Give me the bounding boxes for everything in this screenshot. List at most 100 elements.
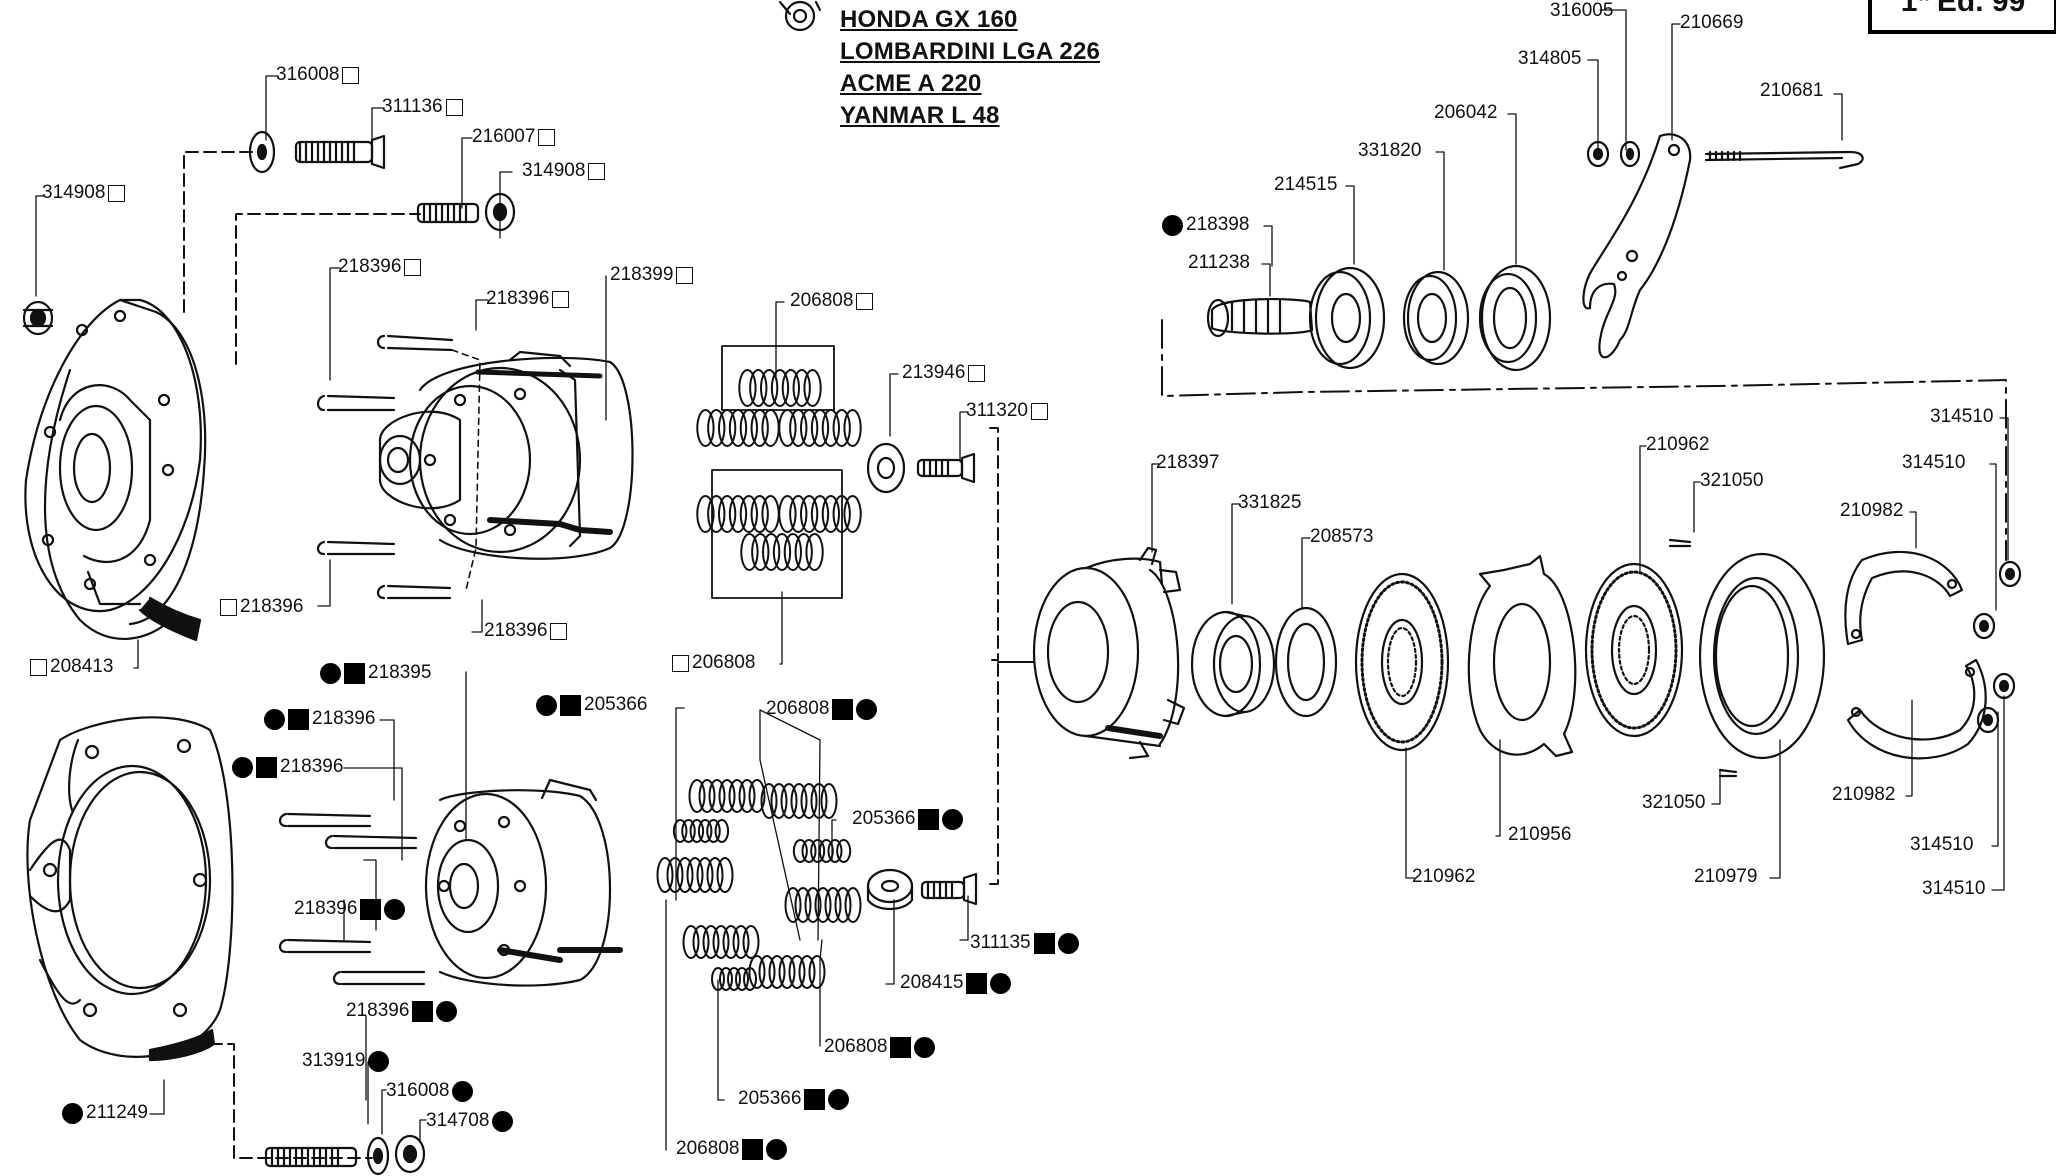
filled-square-mark (890, 1036, 912, 1058)
part-number: 314510 (1930, 406, 1994, 427)
part-number: 205366 (852, 808, 916, 829)
half-ring-210982-bottom (1846, 658, 1987, 760)
bearing-214515 (1308, 266, 1386, 370)
part-label-311136: 311136 (382, 96, 463, 118)
engine-model-acme: ACME A 220 (840, 70, 982, 97)
part-number: 316008 (386, 1080, 450, 1101)
part-label-331825: 331825 (1238, 492, 1301, 514)
part-number: 321050 (1700, 470, 1764, 491)
part-label-205366-a: 205366 (536, 694, 647, 716)
part-label-210962-b: 210962 (1412, 866, 1475, 888)
part-label-218396-a: 218396 (338, 256, 422, 278)
part-label-316008-top: 316008 (276, 64, 360, 86)
filled-dot-mark (320, 662, 341, 684)
part-number: 210669 (1680, 12, 1744, 33)
part-label-210982-b: 210982 (1832, 784, 1895, 806)
open-square-mark (968, 364, 986, 382)
plate-210979 (1698, 552, 1826, 760)
filled-dot-mark (436, 1000, 458, 1022)
coil-spring (738, 369, 822, 407)
filled-dot-mark (1162, 214, 1183, 236)
nuts-314510 (1972, 560, 2022, 734)
brand-logo-icon (778, 0, 822, 32)
part-label-321050-a: 321050 (1700, 470, 1763, 492)
part-number: 206808 (766, 698, 830, 719)
part-label-206808-d: 206808 (824, 1036, 936, 1058)
friction-disc-210962-right (1584, 562, 1684, 738)
engine-model-list: HONDA GX 160 LOMBARDINI LGA 226 ACME A 2… (840, 4, 1100, 132)
open-square-mark (676, 266, 694, 284)
part-number: 213946 (902, 362, 966, 383)
flange-208413 (24, 298, 207, 642)
part-label-218396-d: 218396 (484, 620, 568, 642)
half-ring-210982-top (1844, 550, 1964, 646)
part-label-313919: 313919 (302, 1050, 390, 1072)
part-label-208413: 208413 (30, 656, 113, 678)
part-label-206808-b: 206808 (672, 652, 755, 674)
filled-dot-mark (62, 1102, 83, 1124)
bolt-311136 (294, 134, 386, 170)
part-number: 311136 (382, 96, 443, 117)
ring-208573 (1274, 606, 1338, 718)
coil-spring (760, 783, 838, 819)
part-label-314908-a: 314908 (42, 182, 126, 204)
filled-dot-mark (942, 808, 964, 830)
open-square-mark (552, 290, 570, 308)
open-square-mark (672, 654, 689, 672)
filled-dot-mark (452, 1080, 474, 1102)
bearing-331820 (1402, 270, 1470, 366)
nut-314805 (1586, 140, 1610, 168)
part-number: 211238 (1188, 252, 1250, 273)
part-label-314805: 314805 (1518, 48, 1581, 70)
washer-316008 (248, 130, 276, 174)
part-number: 210681 (1760, 80, 1824, 101)
part-label-218399: 218399 (610, 264, 694, 286)
housing-218397 (1032, 546, 1186, 760)
part-number: 218396 (346, 1000, 410, 1021)
coil-spring (672, 819, 730, 843)
bell-218399 (378, 350, 634, 560)
part-label-311135: 311135 (970, 932, 1079, 954)
open-square-mark (404, 258, 422, 276)
part-label-213946: 213946 (902, 362, 986, 384)
nut-314708 (394, 1134, 426, 1174)
nut-314908-mid (484, 192, 516, 232)
part-number: 210982 (1832, 784, 1896, 805)
part-label-218398: 218398 (1162, 214, 1249, 236)
plate-210956 (1467, 554, 1577, 758)
part-label-205366-c: 205366 (738, 1088, 850, 1110)
part-number: 206808 (824, 1036, 888, 1057)
shaft-211238 (1206, 297, 1314, 338)
nut-314908-left (22, 300, 54, 336)
part-label-205366-b: 205366 (852, 808, 964, 830)
part-number: 321050 (1642, 792, 1706, 813)
filled-dot-mark (492, 1110, 514, 1132)
part-label-314510-d: 314510 (1922, 878, 1985, 900)
part-number: 218396 (486, 288, 550, 309)
filled-square-mark (1033, 932, 1055, 954)
bolt-313919 (264, 1146, 358, 1168)
filled-dot-mark (1057, 932, 1079, 954)
part-label-314510-a: 314510 (1930, 406, 1993, 428)
coil-spring (778, 409, 862, 447)
filled-dot-mark (232, 756, 253, 778)
part-number: 210962 (1646, 434, 1710, 455)
nut-316005 (1619, 140, 1641, 168)
part-number: 218398 (1186, 214, 1250, 235)
coil-spring (748, 955, 826, 989)
filled-dot-mark (856, 698, 878, 720)
part-number: 314510 (1922, 878, 1986, 899)
part-number: 208415 (900, 972, 964, 993)
part-number: 218396 (294, 898, 358, 919)
part-label-218396-g: 218396 (294, 898, 406, 920)
part-number: 208573 (1310, 526, 1374, 547)
part-number: 208413 (50, 656, 114, 677)
part-label-314510-b: 314510 (1902, 452, 1965, 474)
part-label-208415: 208415 (900, 972, 1012, 994)
part-label-316008-bot: 316008 (386, 1080, 474, 1102)
part-label-331820: 331820 (1358, 140, 1421, 162)
coil-spring (740, 533, 824, 571)
filled-dot-mark (368, 1050, 390, 1072)
